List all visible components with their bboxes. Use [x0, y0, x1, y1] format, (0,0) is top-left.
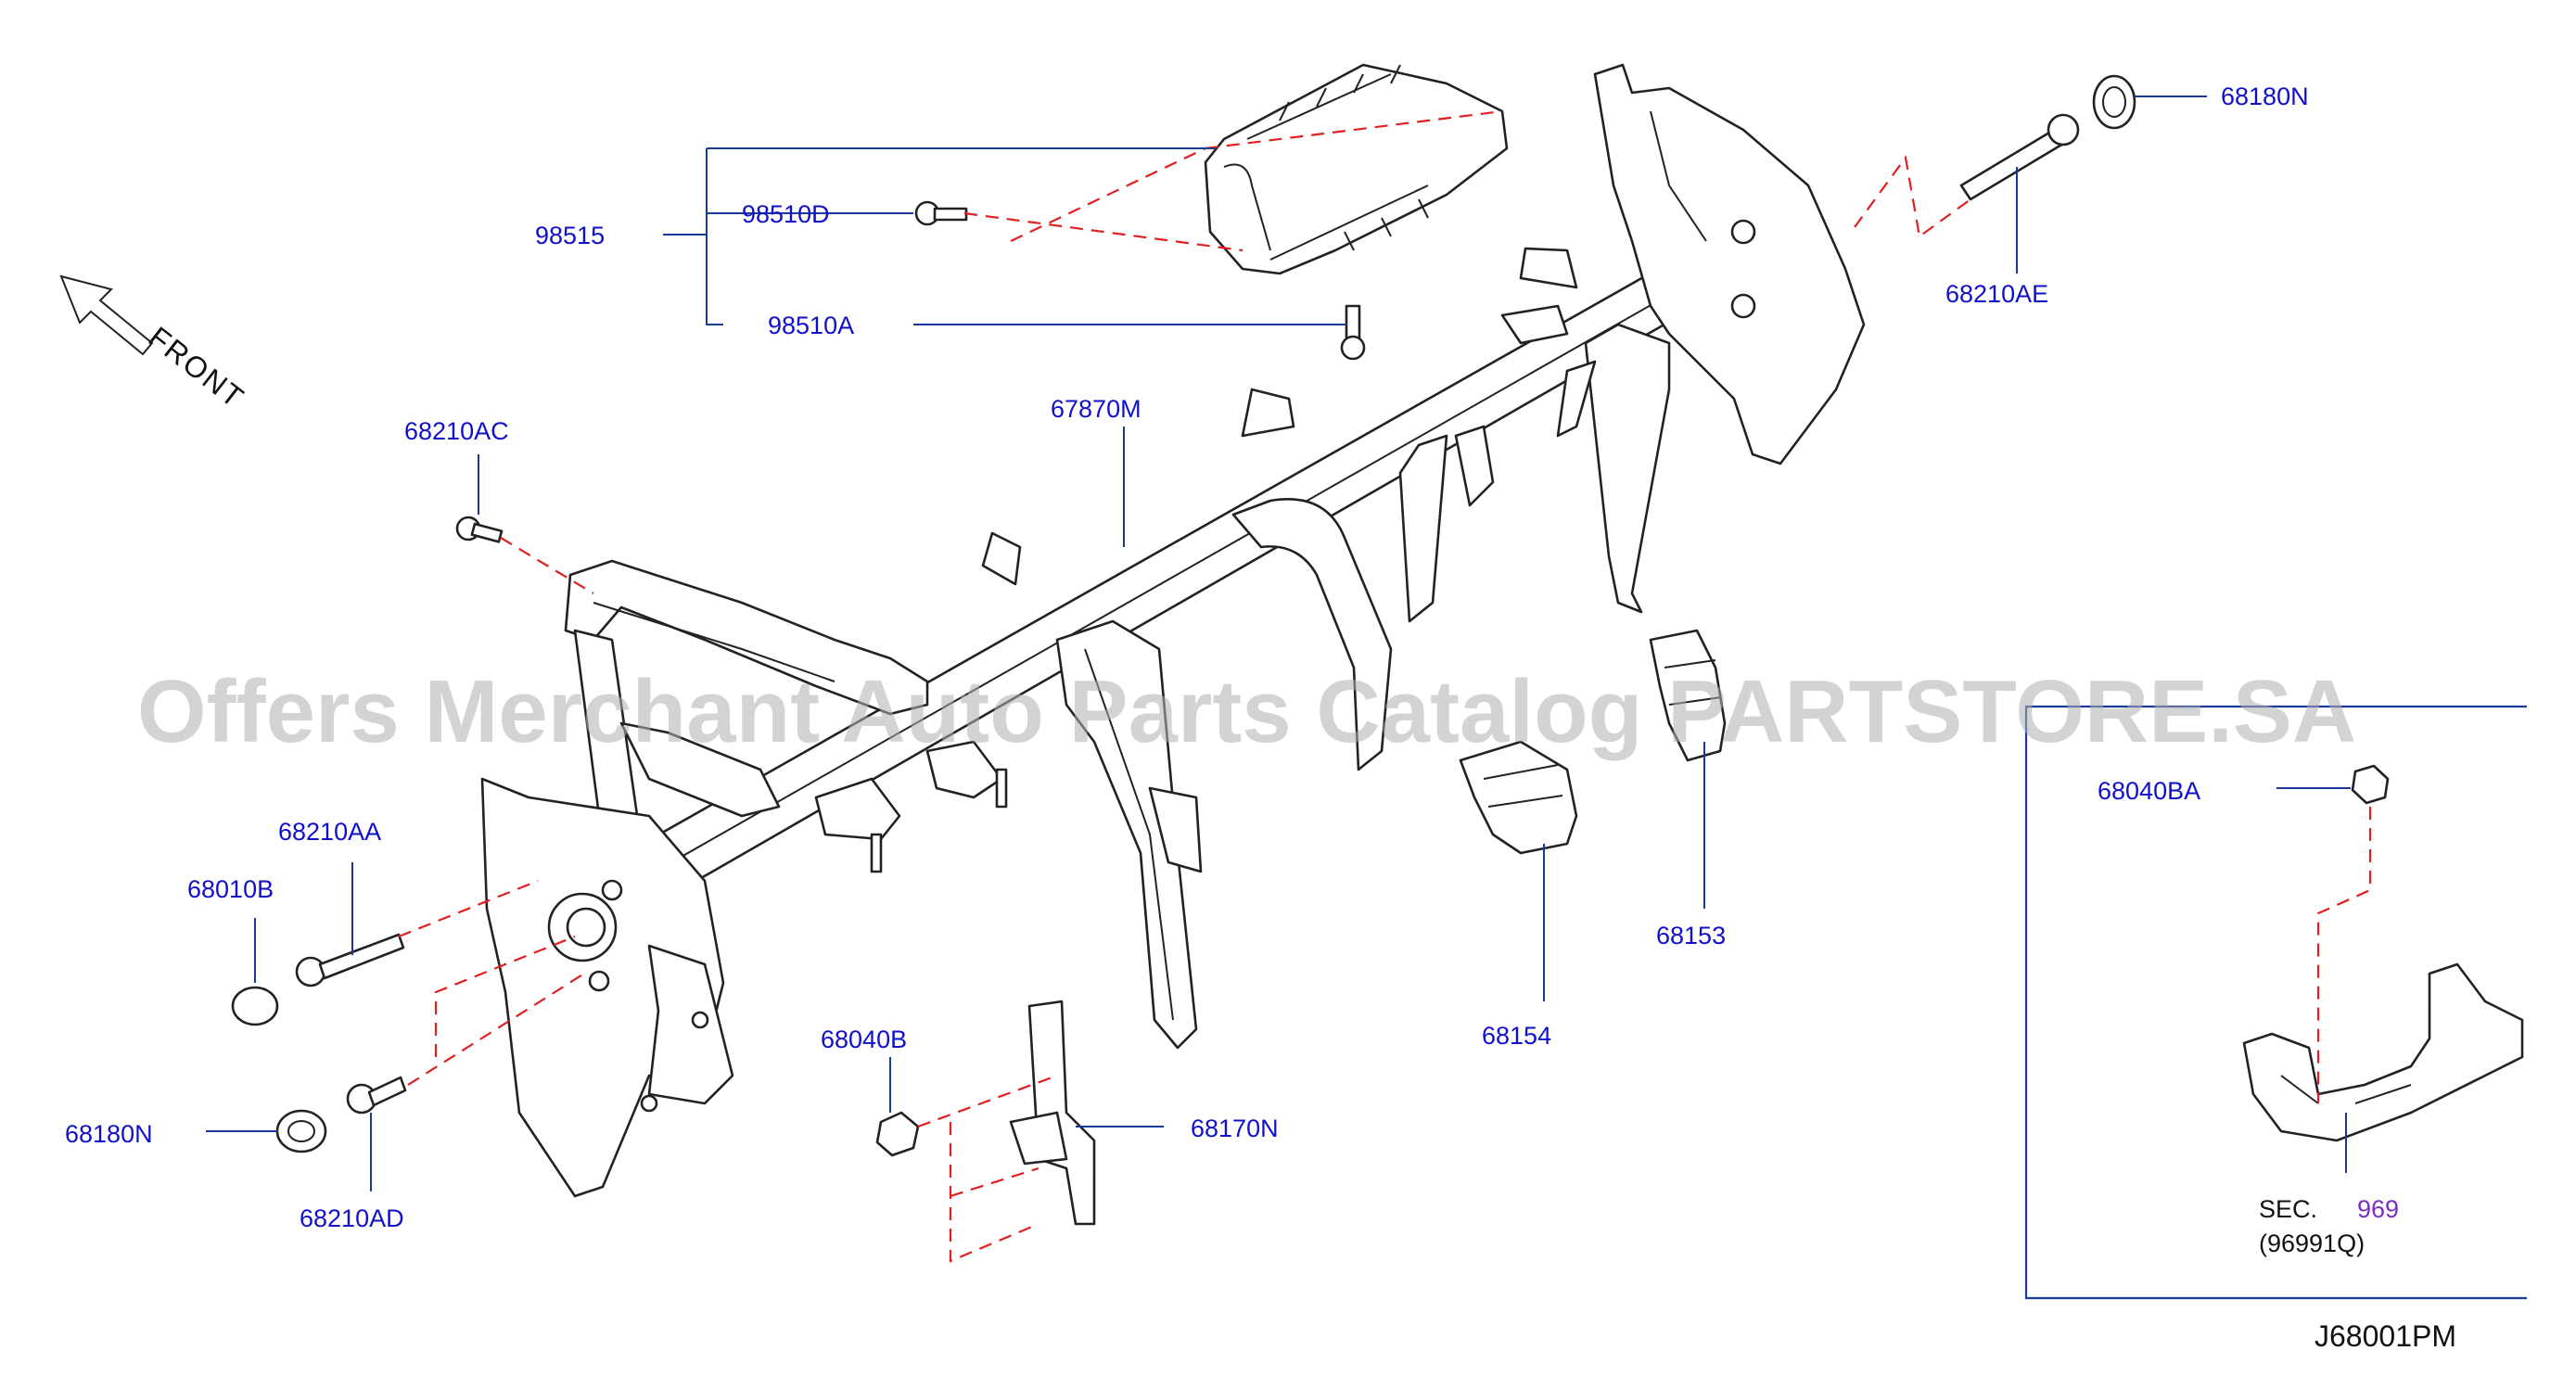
section-prefix: SEC.	[2259, 1195, 2317, 1223]
clip-68180n-top	[2092, 74, 2136, 130]
label-68210ad: 68210AD	[300, 1204, 404, 1232]
bracket-68154	[1459, 740, 1578, 855]
label-68180n-bottom: 68180N	[65, 1120, 153, 1148]
label-68040b: 68040B	[821, 1026, 907, 1053]
bolt-68210ad	[346, 1076, 407, 1115]
label-68170n: 68170N	[1191, 1115, 1279, 1142]
right-side-bracket	[1500, 63, 1866, 465]
clip-68180n-bottom	[275, 1109, 327, 1153]
label-68210ac: 68210AC	[404, 417, 509, 445]
passenger-airbag-98515	[1204, 63, 1509, 275]
bolt-98510a	[1340, 304, 1366, 361]
steering-member-67870m	[592, 216, 1782, 918]
label-68210ae: 68210AE	[1945, 280, 2048, 308]
label-68153: 68153	[1656, 922, 1726, 949]
nut-68040ba	[2351, 764, 2390, 805]
label-68180n-top: 68180N	[2221, 83, 2309, 110]
diagram-code: J68001PM	[2315, 1319, 2456, 1353]
front-direction-arrow	[59, 274, 154, 356]
bolt-68210ae	[1959, 113, 2080, 201]
label-68040ba: 68040BA	[2098, 777, 2200, 805]
watermark-text: Offers Merchant Auto Parts Catalog PARTS…	[137, 662, 2356, 761]
section-sub-reference: (96991Q)	[2259, 1229, 2365, 1257]
label-98515: 98515	[535, 222, 605, 249]
bolt-68210ac	[455, 516, 504, 543]
installation-lines	[398, 109, 2372, 1263]
center-stay	[814, 619, 1203, 1050]
label-68210aa: 68210AA	[278, 818, 381, 846]
bracket-96991q	[2242, 962, 2524, 1142]
bracket-68153	[1649, 629, 1727, 762]
front-direction-label: FRONT	[143, 320, 251, 414]
bolt-68210aa	[295, 933, 405, 987]
label-98510a: 98510A	[768, 312, 854, 339]
label-98510d: 98510D	[742, 200, 830, 228]
left-side-bracket	[480, 559, 929, 1198]
nut-68040b	[875, 1111, 920, 1157]
label-67870m: 67870M	[1051, 395, 1141, 423]
section-link-969[interactable]: 969	[2357, 1195, 2399, 1223]
leader-lines	[206, 96, 2351, 1191]
plug-68010b	[231, 986, 279, 1026]
label-68154: 68154	[1482, 1022, 1551, 1050]
section-inset-frame	[2024, 705, 2527, 1300]
bracket-68170n	[1009, 1000, 1096, 1226]
bolt-98510d	[914, 200, 968, 226]
label-68010b: 68010B	[187, 875, 274, 903]
